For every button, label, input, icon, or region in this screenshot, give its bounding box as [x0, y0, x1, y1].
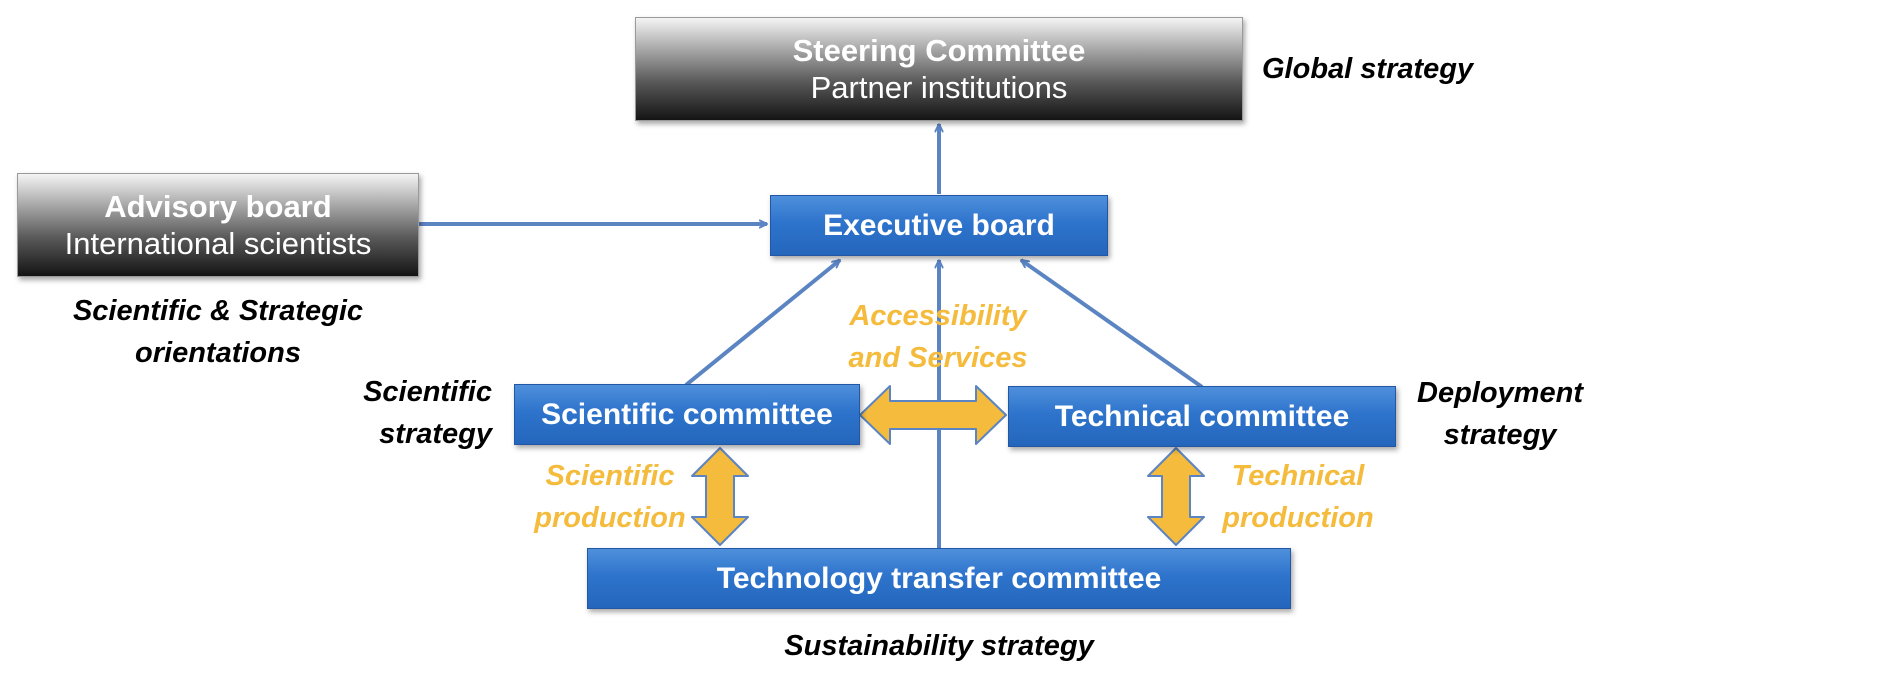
advisory-board-box: Advisory board International scientists [17, 173, 419, 277]
arrow-technical-to-executive [1019, 258, 1204, 389]
technical-committee-label: Technical committee [1054, 399, 1350, 433]
label-scientific-production-line2: production [534, 502, 686, 534]
label-technical-production: Technical production [1208, 455, 1388, 539]
label-scientific-production: Scientific production [520, 455, 700, 539]
advisory-board-subtitle: International scientists [64, 226, 372, 261]
caption-advisory-line1: Scientific & Strategic [72, 295, 364, 327]
scientific-committee-label: Scientific committee [541, 397, 833, 431]
steering-committee-box: Steering Committee Partner institutions [635, 17, 1243, 121]
label-accessibility-line1: Accessibility [849, 300, 1027, 332]
technical-committee-box: Technical committee [1008, 386, 1396, 447]
caption-deployment-strategy: Deployment strategy [1400, 372, 1600, 456]
double-arrow-technical-production [1147, 447, 1205, 546]
steering-committee-subtitle: Partner institutions [810, 70, 1068, 105]
label-accessibility-line2: and Services [848, 342, 1028, 374]
technology-transfer-committee-label: Technology transfer committee [716, 561, 1162, 595]
executive-board-label: Executive board [823, 208, 1055, 242]
executive-board-box: Executive board [770, 195, 1108, 256]
steering-committee-title: Steering Committee [792, 32, 1086, 68]
scientific-committee-box: Scientific committee [514, 384, 860, 445]
caption-deployment-strategy-line2: strategy [1443, 419, 1557, 451]
caption-global-strategy: Global strategy [1262, 48, 1473, 90]
double-arrow-scientific-production [691, 447, 749, 546]
label-accessibility-services: Accessibility and Services [823, 295, 1053, 379]
caption-scientific-strategy: Scientific strategy [330, 371, 492, 455]
arrow-scientific-to-executive [684, 258, 842, 387]
caption-advisory-line2: orientations [135, 337, 301, 369]
caption-sustainability-strategy-text: Sustainability strategy [784, 630, 1094, 662]
label-technical-production-line2: production [1222, 502, 1374, 534]
label-technical-production-line1: Technical [1231, 460, 1365, 492]
caption-scientific-strategy-line2: strategy [379, 418, 492, 450]
caption-scientific-strategy-line1: Scientific [363, 376, 492, 408]
caption-scientific-strategic-orientations: Scientific & Strategic orientations [48, 290, 388, 374]
label-scientific-production-line1: Scientific [545, 460, 675, 492]
double-arrow-scientific-technical [859, 385, 1007, 445]
caption-sustainability-strategy: Sustainability strategy [739, 625, 1139, 667]
advisory-board-title: Advisory board [104, 188, 332, 224]
technology-transfer-committee-box: Technology transfer committee [587, 548, 1291, 609]
caption-global-strategy-text: Global strategy [1262, 53, 1474, 85]
caption-deployment-strategy-line1: Deployment [1417, 377, 1583, 409]
